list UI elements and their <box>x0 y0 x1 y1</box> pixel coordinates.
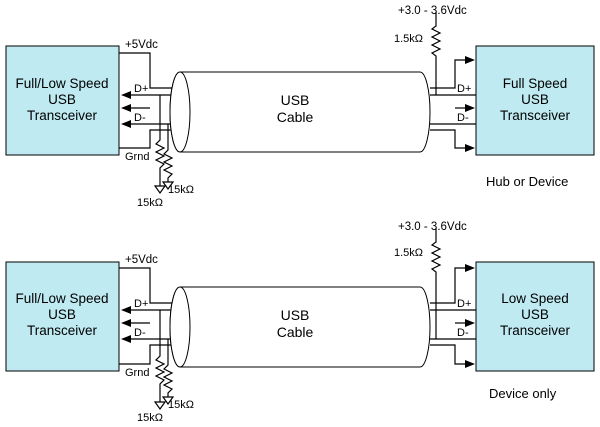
top-pulldown-resistor-2 <box>162 124 174 182</box>
top-ground-label: Grnd <box>125 151 149 163</box>
top-caption: Hub or Device <box>486 174 568 189</box>
bottom-left-supply-wire <box>119 267 172 304</box>
bottom-pulldown-label-1: 15kΩ <box>168 399 194 411</box>
top-right-lower-wire <box>430 129 466 149</box>
top-pulldown-label-1: 15kΩ <box>168 184 194 196</box>
top-ground-symbol-2 <box>161 181 175 191</box>
top-right-lower-arrow <box>465 144 475 152</box>
bottom-right-box-line2: USB <box>521 307 549 322</box>
top-circuit: Full/Low Speed USB Transceiver Full Spee… <box>5 5 595 209</box>
bottom-left-box-line2: USB <box>48 307 76 322</box>
top-left-supply-wire <box>119 52 172 89</box>
top-pulldown-resistor-1 <box>154 95 166 186</box>
bottom-right-lower-wire <box>430 344 466 365</box>
top-right-upper-wire <box>430 59 466 89</box>
bottom-left-supply-label: +5Vdc <box>125 254 158 266</box>
bottom-caption: Device only <box>489 386 557 401</box>
bottom-right-transceiver-box <box>475 261 595 372</box>
bottom-ground-label: Grnd <box>125 367 149 379</box>
top-cable-label-line1: USB <box>281 92 310 108</box>
bottom-pulldown-resistor-2 <box>162 339 174 397</box>
top-left-dplus-arrow <box>121 91 131 99</box>
bottom-right-dminus-label: D- <box>457 327 469 339</box>
bottom-right-dplus-label: D+ <box>457 298 471 310</box>
bottom-left-mid-arrow <box>121 319 131 327</box>
bottom-right-box-line1: Low Speed <box>501 291 569 306</box>
top-right-mid-arrow <box>465 104 475 112</box>
top-right-dminus-label: D- <box>457 112 469 124</box>
top-right-box-line1: Full Speed <box>503 76 568 91</box>
bottom-left-box-line1: Full/Low Speed <box>15 291 108 306</box>
bottom-pulldown-label-2: 15kΩ <box>137 412 163 424</box>
bottom-left-dplus-arrow <box>121 306 131 314</box>
top-left-box-line2: USB <box>48 92 76 107</box>
top-right-dplus-label: D+ <box>457 83 471 95</box>
bottom-left-box-line3: Transceiver <box>27 323 98 338</box>
top-right-box-line3: Transceiver <box>500 108 571 123</box>
top-left-ground-wire <box>119 129 172 149</box>
bottom-pullup-label: 1.5kΩ <box>394 247 423 259</box>
bottom-cable-label-line2: Cable <box>277 324 314 340</box>
top-right-supply-label: +3.0 - 3.6Vdc <box>398 5 467 17</box>
bottom-left-dminus-arrow <box>121 335 131 343</box>
top-right-box-line2: USB <box>521 92 549 107</box>
top-left-box-line3: Transceiver <box>27 108 98 123</box>
bottom-cable-left-end <box>169 286 191 368</box>
top-left-transceiver-box <box>5 45 120 156</box>
top-left-box-line1: Full/Low Speed <box>15 76 108 91</box>
bottom-cable-label-line1: USB <box>281 307 310 323</box>
bottom-left-dplus-label: D+ <box>134 298 148 310</box>
top-pulldown-label-2: 15kΩ <box>137 197 163 209</box>
bottom-ground-symbol-1 <box>153 401 167 411</box>
bottom-circuit: Full/Low Speed USB Transceiver Low Speed… <box>5 221 595 424</box>
top-left-dminus-arrow <box>121 120 131 128</box>
top-pullup-label: 1.5kΩ <box>394 33 423 45</box>
top-right-transceiver-box <box>475 45 595 156</box>
bottom-right-box-line3: Transceiver <box>500 323 571 338</box>
bottom-right-mid-arrow <box>465 319 475 327</box>
top-pullup-resistor <box>430 12 442 95</box>
top-left-supply-label: +5Vdc <box>125 39 158 51</box>
bottom-left-transceiver-box <box>5 261 120 372</box>
top-cable-label-line2: Cable <box>277 109 314 125</box>
top-right-upper-arrow <box>465 56 475 64</box>
bottom-left-ground-wire <box>119 344 172 365</box>
top-cable-left-end <box>169 71 191 153</box>
bottom-right-lower-arrow <box>465 360 475 368</box>
top-left-dplus-label: D+ <box>134 83 148 95</box>
bottom-pulldown-resistor-1 <box>154 310 166 402</box>
top-ground-symbol-1 <box>153 185 167 195</box>
bottom-left-dminus-label: D- <box>134 327 146 339</box>
bottom-right-upper-arrow <box>465 264 475 272</box>
bottom-right-upper-wire <box>430 267 466 304</box>
bottom-pullup-resistor <box>430 228 442 339</box>
top-left-dminus-label: D- <box>134 112 146 124</box>
bottom-ground-symbol-2 <box>161 396 175 406</box>
top-left-mid-arrow <box>121 104 131 112</box>
bottom-right-supply-label: +3.0 - 3.6Vdc <box>398 221 467 233</box>
